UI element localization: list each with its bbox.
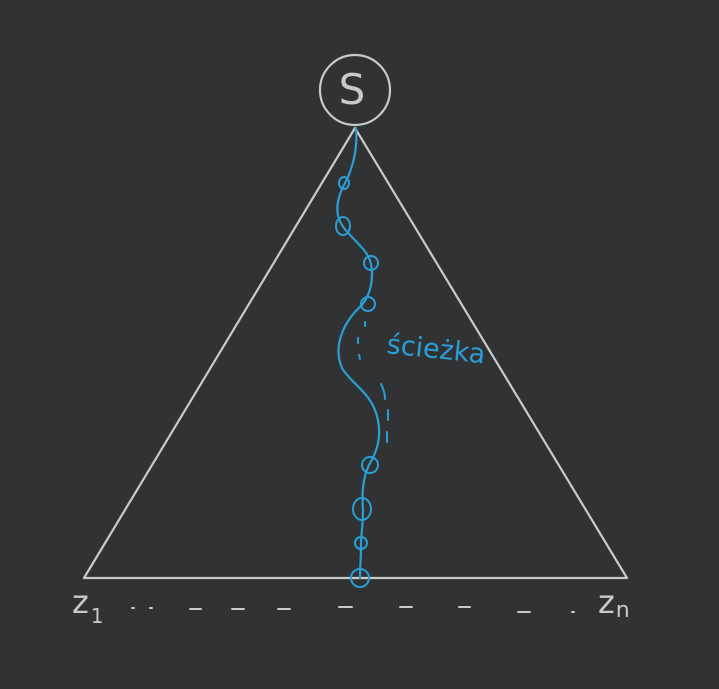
leaf-node	[350, 568, 370, 588]
annotation-dash	[380, 383, 386, 400]
leaf-last-index: n	[616, 598, 630, 623]
leaf-last-label: zn	[598, 583, 630, 623]
path-node	[360, 296, 376, 312]
path-node	[338, 176, 350, 190]
path-node	[361, 456, 379, 474]
path-node	[352, 497, 372, 521]
leaf-first-letter: z	[72, 583, 89, 621]
tree-triangle	[82, 126, 629, 580]
leaf-last-letter: z	[598, 583, 615, 621]
root-node-label: S	[339, 65, 366, 114]
leaf-ellipsis	[131, 606, 575, 613]
path-label: ścieżka	[385, 329, 487, 370]
leaf-first-index: 1	[91, 604, 104, 628]
path-nodes	[335, 176, 379, 588]
path-annotation-marks	[357, 321, 389, 443]
path-node	[354, 536, 368, 550]
annotation-dot	[358, 354, 361, 360]
root-node-circle	[318, 53, 392, 127]
root-to-leaf-path	[336, 126, 381, 580]
path-node	[363, 255, 379, 271]
path-node	[335, 216, 351, 236]
